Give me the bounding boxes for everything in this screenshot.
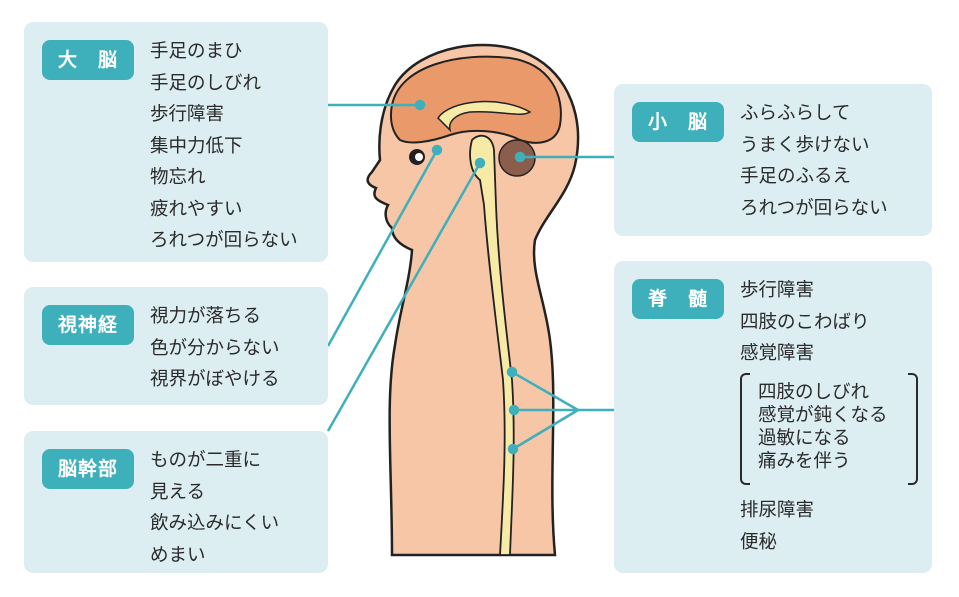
- symptom: ろれつが回らない: [740, 197, 888, 219]
- optic-nerve-badge: 視神経: [42, 305, 134, 345]
- symptom: 視界がぼやける: [150, 369, 280, 390]
- cerebellum-badge: 小 脳: [632, 102, 724, 142]
- cerebellum-symptoms: ふらふらして うまく歩けない 手足のふるえ ろれつが回らない: [740, 98, 888, 224]
- brainstem-box: 脳幹部 ものが二重に 見える 飲み込みにくい めまい: [24, 431, 328, 573]
- spinal-cord-symptoms: 歩行障害 四肢のこわばり 感覚障害: [740, 275, 870, 370]
- symptom: 色が分からない: [150, 337, 280, 359]
- spinal-cord-badge: 脊 髄: [632, 279, 724, 319]
- symptom: 感覚が鈍くなる: [758, 405, 888, 426]
- symptom: 四肢のこわばり: [740, 311, 870, 333]
- symptom: 手足のまひ: [150, 41, 243, 62]
- optic-nerve-box: 視神経 視力が落ちる 色が分からない 視界がぼやける: [24, 287, 328, 405]
- spinal-cord-box: 脊 髄 歩行障害 四肢のこわばり 感覚障害 四肢のしびれ 感覚が鈍くなる 過敏に…: [614, 261, 932, 573]
- cerebrum: [390, 55, 562, 144]
- symptom: 痛みを伴う: [758, 451, 851, 472]
- symptom: 手足のしびれ: [150, 72, 262, 94]
- spinal-cord-symptoms-after: 排尿障害 便秘: [740, 495, 814, 558]
- cerebrum-symptoms: 手足のまひ 手足のしびれ 歩行障害 集中力低下 物忘れ 疲れやすい ろれつが回ら…: [150, 36, 298, 257]
- symptom: ものが二重に: [150, 450, 262, 471]
- symptom: 手足のふるえ: [740, 166, 852, 187]
- cerebellum-box: 小 脳 ふらふらして うまく歩けない 手足のふるえ ろれつが回らない: [614, 84, 932, 236]
- symptom: 見える: [150, 481, 205, 503]
- corpus-callosum: [437, 100, 532, 133]
- symptom: 物忘れ: [150, 167, 206, 188]
- symptom: 集中力低下: [150, 135, 243, 157]
- symptom: 疲れやすい: [150, 198, 243, 220]
- connector-lines: [326, 99, 614, 455]
- symptom: ろれつが回らない: [150, 230, 298, 251]
- brainstem-badge: 脳幹部: [42, 449, 134, 489]
- symptom: 排尿障害: [740, 500, 815, 521]
- cerebrum-box: 大 脳 手足のまひ 手足のしびれ 歩行障害 集中力低下 物忘れ 疲れやすい ろれ…: [24, 22, 328, 262]
- symptom: 飲み込みにくい: [150, 513, 280, 534]
- cerebrum-badge: 大 脳: [42, 40, 134, 80]
- symptom: 歩行障害: [740, 280, 815, 301]
- symptom: 視力が落ちる: [150, 306, 262, 327]
- symptom: 歩行障害: [150, 104, 225, 125]
- symptom: 過敏になる: [758, 428, 851, 449]
- symptom: 四肢のしびれ: [758, 382, 870, 403]
- symptom: 感覚障害: [740, 343, 815, 364]
- symptom: 便秘: [740, 531, 778, 553]
- brainstem-symptoms: ものが二重に 見える 飲み込みにくい めまい: [150, 445, 279, 571]
- sensory-bracket: 四肢のしびれ 感覚が鈍くなる 過敏になる 痛みを伴う: [740, 373, 918, 485]
- symptom: ふらふらして: [740, 103, 851, 124]
- symptom: めまい: [150, 544, 206, 566]
- brainstem-spinal-cord: [469, 134, 515, 556]
- optic-nerve-symptoms: 視力が落ちる 色が分からない 視界がぼやける: [150, 301, 280, 396]
- symptom: うまく歩けない: [740, 134, 870, 156]
